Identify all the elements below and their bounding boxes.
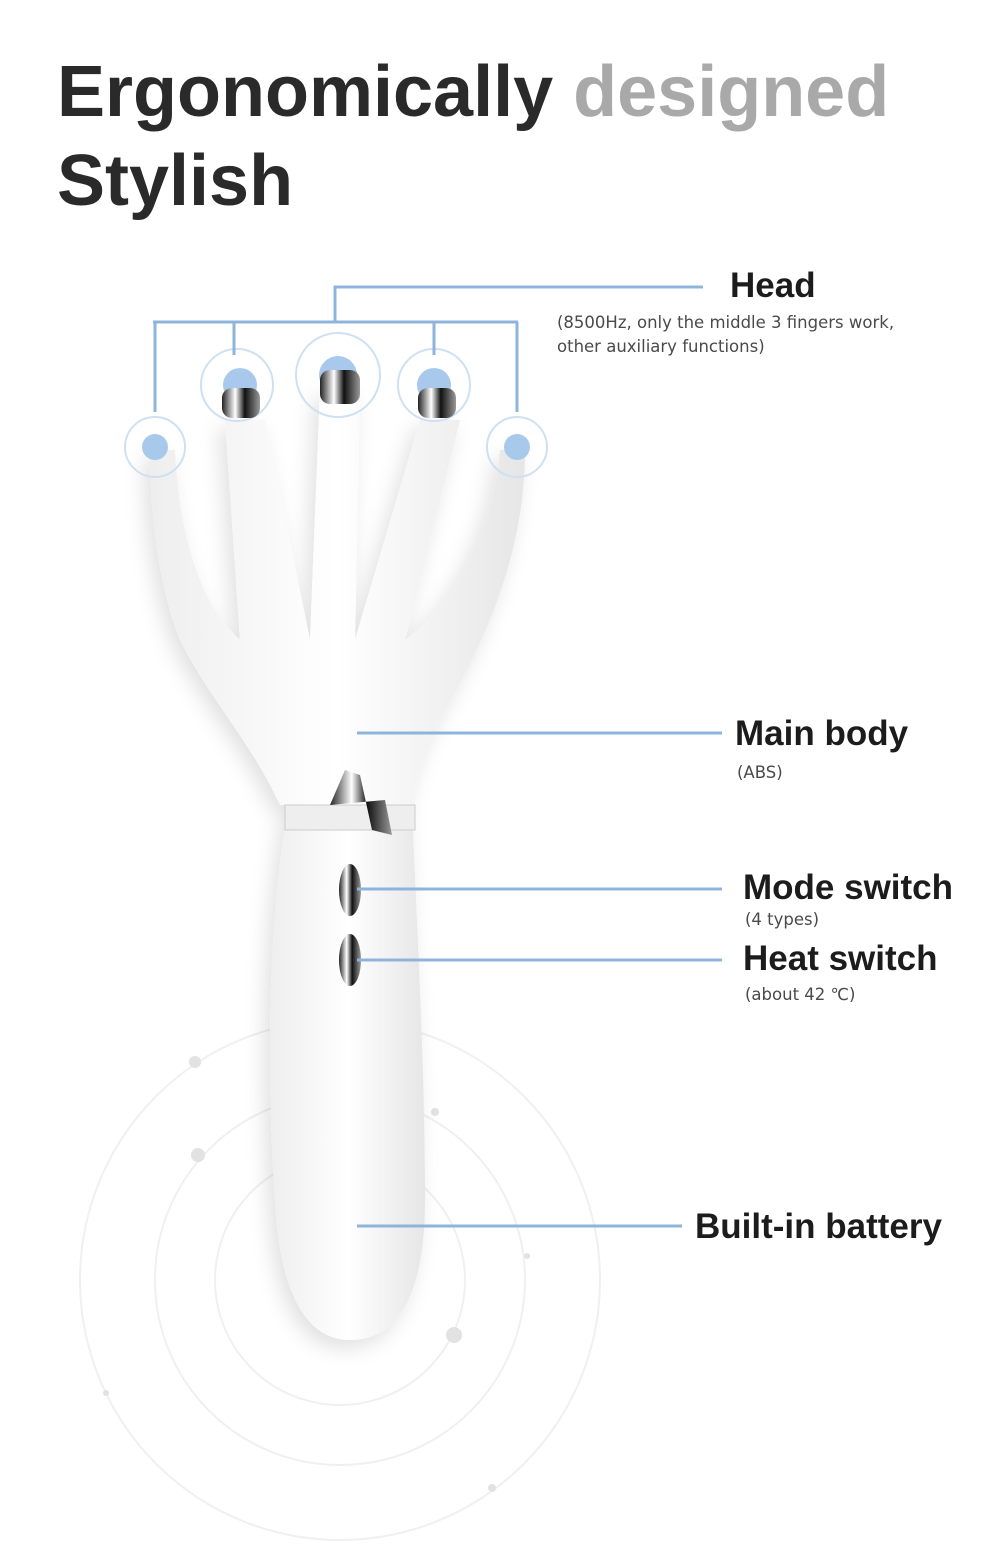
label-battery: Built-in battery — [695, 1207, 942, 1246]
head-desc-1: (8500Hz, only the middle 3 fingers work, — [557, 313, 895, 332]
finger-tips — [124, 332, 548, 478]
label-main-body: Main body — [735, 714, 909, 753]
mode-switch-desc: (4 types) — [745, 910, 820, 929]
head-desc-2: other auxiliary functions) — [557, 337, 765, 356]
label-mode-switch: Mode switch — [743, 868, 954, 907]
chrome-band — [284, 804, 416, 831]
heat-button — [339, 934, 361, 986]
label-heat-switch: Heat switch — [743, 939, 938, 978]
massager-device — [150, 390, 525, 1340]
label-head: Head — [730, 266, 816, 305]
mode-button — [339, 864, 361, 916]
chrome-accent — [330, 770, 392, 835]
headline-dark: Ergonomically — [57, 52, 554, 132]
main-body-desc: (ABS) — [737, 763, 783, 782]
headline-line1: Ergonomically designed — [57, 56, 889, 128]
callout-lines — [153, 285, 722, 1228]
decorative-dots — [103, 1056, 530, 1492]
heat-switch-desc: (about 42 ℃) — [745, 985, 856, 1004]
headline-line2: Stylish — [57, 141, 294, 221]
headline-light: designed — [573, 52, 890, 132]
